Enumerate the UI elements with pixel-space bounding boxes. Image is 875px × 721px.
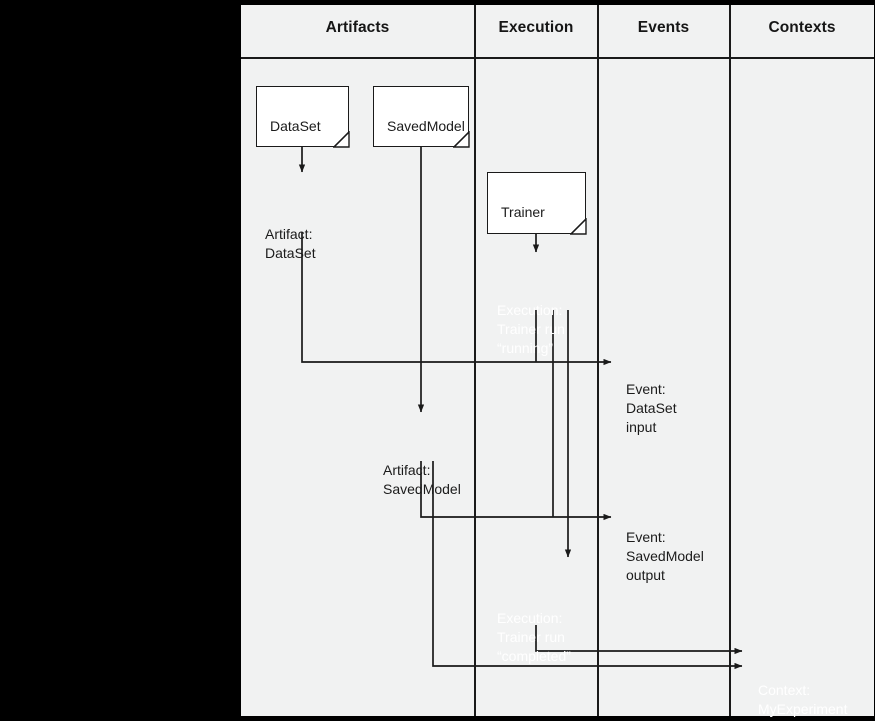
node-artifact-savedmodel[interactable]: Artifact: SavedModel [370,412,471,497]
node-execution-completed-label: Execution: Trainer run “completed” [497,610,571,664]
node-context-myexperiment[interactable]: Context: MyExperiment [745,632,853,717]
lane-divider-execution-events [597,5,599,716]
node-execution-completed[interactable]: Execution: Trainer run “completed” [484,560,587,664]
corner-fold-icon [332,130,350,148]
node-trainer-label: Trainer [501,204,545,220]
node-execution-running-label: Execution: Trainer run “running” [497,302,565,356]
node-context-myexperiment-label: Context: MyExperiment [758,682,848,717]
lane-header-execution: Execution [498,19,574,36]
node-execution-running[interactable]: Execution: Trainer run “running” [484,252,587,356]
wavy-note-shape [613,331,711,385]
node-event-dataset-input[interactable]: Event: DataSet input [613,331,711,435]
node-event-savedmodel-output[interactable]: Event: SavedModel output [613,479,711,583]
node-dataset-document[interactable]: DataSet [256,86,350,148]
corner-fold-icon [452,130,470,148]
node-savedmodel-label: SavedModel [387,118,465,134]
lane-header-contexts: Contexts [768,19,836,36]
header-separator [241,57,874,59]
lane-header-artifacts: Artifacts [325,19,390,36]
lane-divider-artifacts-execution [474,5,476,716]
wavy-note-shape [370,412,471,467]
node-artifact-dataset[interactable]: Artifact: DataSet [252,176,352,261]
wavy-note-shape [252,176,352,231]
node-savedmodel-document[interactable]: SavedModel [373,86,470,148]
node-trainer-document[interactable]: Trainer [487,172,587,235]
node-artifact-savedmodel-label: Artifact: SavedModel [383,462,461,497]
node-dataset-label: DataSet [270,118,321,134]
corner-fold-icon [569,217,587,235]
node-artifact-dataset-label: Artifact: DataSet [265,226,316,261]
lane-divider-events-contexts [729,5,731,716]
node-event-dataset-input-label: Event: DataSet input [626,381,677,435]
node-event-savedmodel-output-label: Event: SavedModel output [626,529,704,583]
lane-header-events: Events [637,19,690,36]
